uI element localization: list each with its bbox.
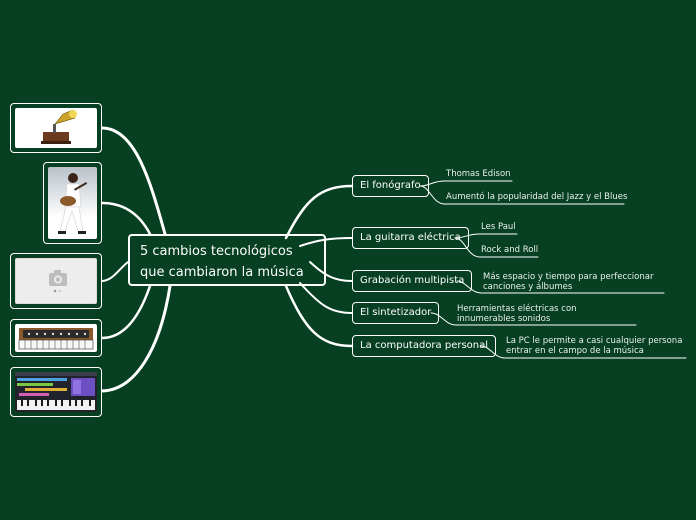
image-node-music-software[interactable] <box>10 367 102 417</box>
central-topic[interactable]: 5 cambios tecnológicos que cambiaron la … <box>128 234 326 286</box>
branch-computadora-personal[interactable]: La computadora personal <box>352 335 497 357</box>
branch-label: La guitarra eléctrica <box>360 232 461 243</box>
connector-img-placeholder <box>101 261 129 282</box>
central-topic-label: 5 cambios tecnológicos que cambiaron la … <box>140 244 304 280</box>
leaf-sintetizador[interactable]: Herramientas eléctricas con innumerables… <box>457 304 577 324</box>
branch-label: El sintetizador <box>360 307 432 318</box>
connector-fonografo <box>284 184 354 240</box>
guitarist-image <box>48 167 97 239</box>
connector-leaf-rock <box>454 237 539 258</box>
branch-fonografo[interactable]: El fonógrafo <box>352 175 429 197</box>
branch-grabacion-multipista[interactable]: Grabación multipista <box>352 270 473 292</box>
music-software-image <box>15 372 97 412</box>
connector-sintetizador <box>299 282 353 314</box>
connector-img-daw <box>100 284 172 393</box>
leaf-computadora[interactable]: La PC le permite a casi cualquier person… <box>506 336 683 356</box>
branch-label: La computadora personal <box>360 340 489 351</box>
connector-leaf-sintetizador <box>430 312 637 326</box>
leaf-thomas-edison[interactable]: Thomas Edison <box>446 169 511 179</box>
branch-label: Grabación multipista <box>360 275 465 286</box>
leaf-les-paul[interactable]: Les Paul <box>481 222 516 232</box>
leaf-rock-and-roll[interactable]: Rock and Roll <box>481 245 539 255</box>
branch-sintetizador[interactable]: El sintetizador <box>352 302 440 324</box>
leaf-jazz-blues[interactable]: Aumentó la popularidad del Jazz y el Blu… <box>446 192 628 202</box>
connector-leaf-jazz <box>419 185 625 205</box>
connector-img-synth <box>100 284 152 340</box>
image-node-phonograph[interactable] <box>10 103 102 153</box>
image-node-guitarist[interactable] <box>43 162 102 244</box>
branch-label: El fonógrafo <box>360 180 421 191</box>
connector-img-phonograph <box>100 126 167 236</box>
connector-img-guitarist <box>100 201 152 236</box>
image-node-placeholder[interactable] <box>10 253 102 309</box>
connector-computadora <box>284 284 354 348</box>
synthesizer-image <box>15 324 97 352</box>
branch-guitarra-electrica[interactable]: La guitarra eléctrica <box>352 227 469 249</box>
phonograph-image <box>15 108 97 148</box>
leaf-multipista[interactable]: Más espacio y tiempo para perfeccionar c… <box>483 272 654 292</box>
connector-multipista <box>309 261 353 282</box>
camera-placeholder-icon <box>15 258 97 304</box>
connector-leaf-edison <box>419 180 513 187</box>
connector-leaf-lespaul <box>454 233 518 239</box>
image-node-synthesizer[interactable] <box>10 319 102 357</box>
